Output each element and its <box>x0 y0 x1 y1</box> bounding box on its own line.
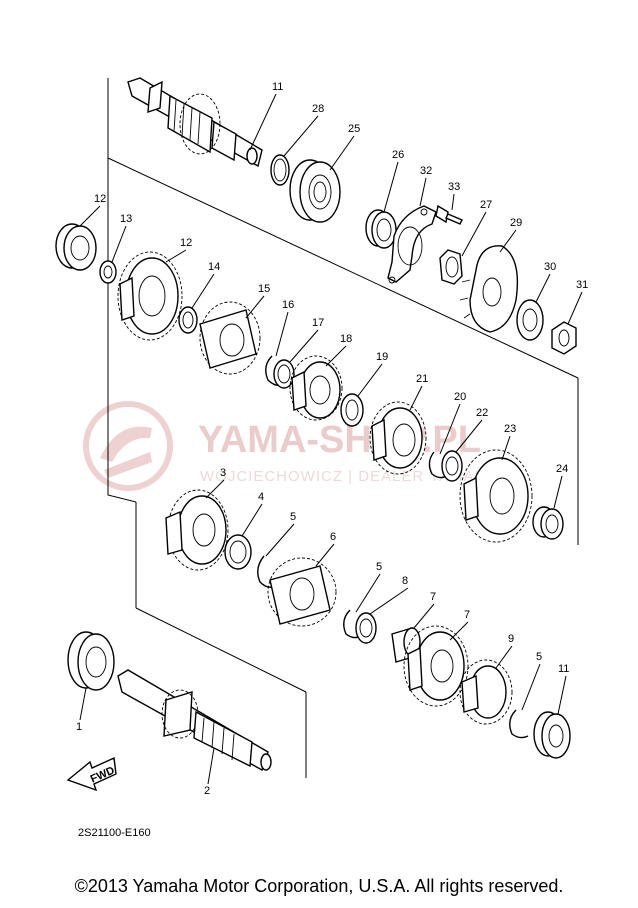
callout-26: 24 <box>556 463 568 475</box>
callout-23: 21 <box>416 373 428 385</box>
diagram-code: 2S21100-E160 <box>78 827 151 839</box>
watermark-dealer: WOJCIECHOWICZ | DEALER YAMAHA <box>200 468 497 485</box>
part-24-washer[interactable] <box>441 450 463 482</box>
part-15-collar[interactable] <box>99 260 117 284</box>
callout-22: 20 <box>454 391 466 403</box>
callout-1: 1 <box>76 721 82 733</box>
callout-34: 32 <box>420 165 432 177</box>
callout-16: 14 <box>208 261 220 273</box>
part-14-gear[interactable] <box>117 251 183 341</box>
part-27-bearing[interactable] <box>289 159 341 223</box>
part-33-nut[interactable] <box>551 321 577 355</box>
callout-31: 29 <box>510 217 522 229</box>
callout-30: 28 <box>312 103 324 115</box>
callout-29: 27 <box>480 199 492 211</box>
part-30-o-ring[interactable] <box>270 154 290 186</box>
callout-25: 23 <box>504 423 516 435</box>
callout-27: 25 <box>348 123 360 135</box>
part-20-gear[interactable] <box>289 355 343 421</box>
callout-numbers: 11 28 25 26 32 33 27 29 30 31 12 13 12 1… <box>76 81 588 797</box>
callout-5-a: 5 <box>290 511 296 523</box>
callout-11: 11 <box>558 663 569 675</box>
part-25-gear[interactable] <box>459 449 533 543</box>
part-7-gear[interactable] <box>403 625 469 707</box>
callout-19: 17 <box>312 317 324 329</box>
assembly-outline <box>107 78 579 778</box>
callout-17: 15 <box>258 283 270 295</box>
callout-5-c: 5 <box>536 651 542 663</box>
callout-14: 12 <box>180 237 192 249</box>
callout-3: 3 <box>220 467 226 479</box>
part-21-washer[interactable] <box>340 393 364 427</box>
part-32-lock-washer[interactable] <box>516 299 544 341</box>
part-19-washer[interactable] <box>273 359 295 389</box>
callout-32: 30 <box>544 261 556 273</box>
part-34-lock-plate[interactable] <box>387 205 437 284</box>
callout-15: 13 <box>120 213 132 225</box>
callout-21: 19 <box>376 351 388 363</box>
callout-12: 12 <box>94 193 106 205</box>
callout-24: 22 <box>476 407 488 419</box>
callout-18: 16 <box>282 299 294 311</box>
watermark-brand: YAMA-SHOP.PL <box>198 419 481 461</box>
callout-2: 2 <box>204 785 210 797</box>
callout-4: 4 <box>258 491 264 503</box>
callout-8: 7 <box>430 591 436 603</box>
callout-20: 18 <box>340 333 352 345</box>
part-11-bearing[interactable] <box>533 711 571 759</box>
callout-5-b: 5 <box>376 561 382 573</box>
part-5-circlip-c[interactable] <box>509 709 529 739</box>
part-16-washer[interactable] <box>178 306 198 334</box>
part-4-washer[interactable] <box>224 534 252 570</box>
callout-33: 31 <box>576 279 588 291</box>
part-3-gear[interactable] <box>165 489 229 571</box>
part-10-washer[interactable] <box>355 612 377 644</box>
callout-7: 7 <box>464 609 470 621</box>
callout-13: 11 <box>272 81 283 93</box>
part-17-gear[interactable] <box>199 301 261 375</box>
watermark-logo <box>83 401 173 491</box>
part-23-gear[interactable] <box>369 401 427 475</box>
part-2-drive-axle[interactable] <box>117 669 272 772</box>
callout-28: 26 <box>392 149 404 161</box>
part-26-collar[interactable] <box>532 506 564 540</box>
part-29-nut[interactable] <box>439 249 463 285</box>
part-35-bolt[interactable] <box>435 204 463 225</box>
callout-6: 6 <box>330 531 336 543</box>
part-6-gear[interactable] <box>267 557 337 627</box>
part-28-oil-seal[interactable] <box>365 209 397 249</box>
part-31-drive-sprocket[interactable] <box>459 245 519 333</box>
copyright-footer: ©2013 Yamaha Motor Corporation, U.S.A. A… <box>74 876 564 896</box>
callout-35: 33 <box>448 181 460 193</box>
callout-10: 8 <box>402 575 408 587</box>
callout-9: 9 <box>508 633 514 645</box>
part-12-bearing[interactable] <box>55 223 97 271</box>
fwd-arrow-icon: FWD <box>66 756 117 792</box>
part-1-bearing[interactable] <box>67 631 115 691</box>
leader-lines <box>79 93 583 785</box>
part-13-main-axle[interactable] <box>127 77 263 168</box>
part-9-gear[interactable] <box>459 659 513 725</box>
